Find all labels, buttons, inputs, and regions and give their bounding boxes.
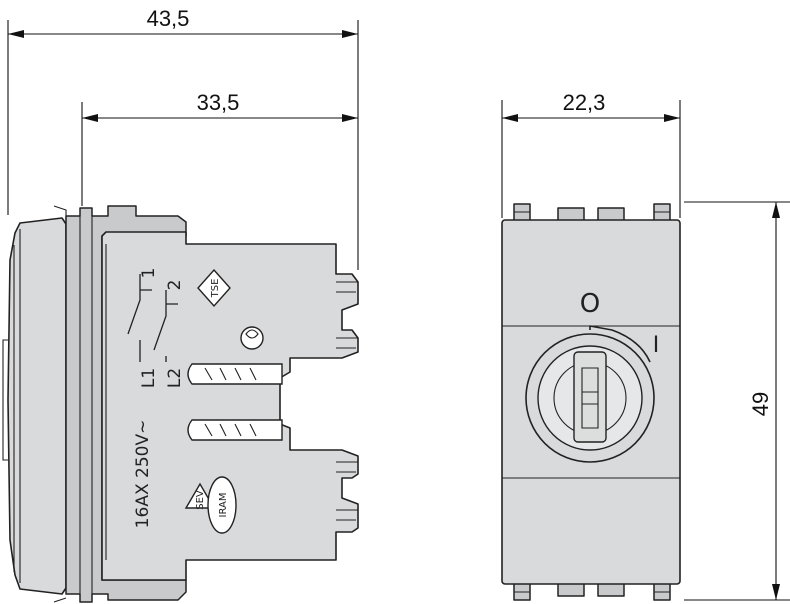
dimension-body-depth: 33,5 [81, 90, 358, 206]
front-bottom-tabs [513, 581, 671, 601]
dimension-height: 49 [684, 201, 790, 601]
side-rear-body [101, 231, 359, 581]
dimension-overall-depth: 43,5 [7, 6, 359, 270]
position-arc [589, 325, 651, 363]
svg-text:SEV: SEV [195, 490, 206, 510]
position-on-label: I [653, 333, 660, 358]
dim-label-22-3: 22,3 [563, 90, 606, 115]
line-label-l1: L1 [139, 368, 159, 388]
side-view: 1 2 L1 L2 16AX 250V~ TSE SEV IRAM [2, 205, 359, 603]
terminal-screw-lines [336, 281, 358, 521]
iram-mark: IRAM [207, 476, 237, 534]
key-slot-detail [581, 367, 599, 429]
cert-logo-icon [240, 326, 264, 350]
svg-text:TSE: TSE [210, 279, 221, 299]
wire-entry-marks [204, 367, 257, 437]
top-clip [53, 205, 67, 603]
front-view: O I [501, 203, 681, 601]
dim-label-43-5: 43,5 [147, 6, 190, 31]
tse-mark: TSE [197, 268, 231, 308]
terminal-label-1: 1 [139, 268, 159, 279]
terminal-label-2: 2 [165, 280, 185, 291]
rating-label: 16AX 250V~ [133, 420, 153, 529]
dim-label-49: 49 [748, 392, 773, 416]
position-off-label: O [580, 289, 600, 319]
switch-schematic [127, 274, 178, 362]
line-label-l2: L2 [165, 368, 185, 388]
cover-key-notch [2, 339, 8, 461]
wire-entry-2 [187, 419, 283, 441]
sev-mark: SEV [184, 482, 216, 510]
svg-text:IRAM: IRAM [218, 493, 229, 518]
side-front-cover [7, 217, 67, 595]
dimension-front-width: 22,3 [501, 90, 681, 218]
flange-lines [79, 216, 93, 594]
wire-entry-1 [187, 363, 283, 385]
dim-label-33-5: 33,5 [197, 90, 240, 115]
